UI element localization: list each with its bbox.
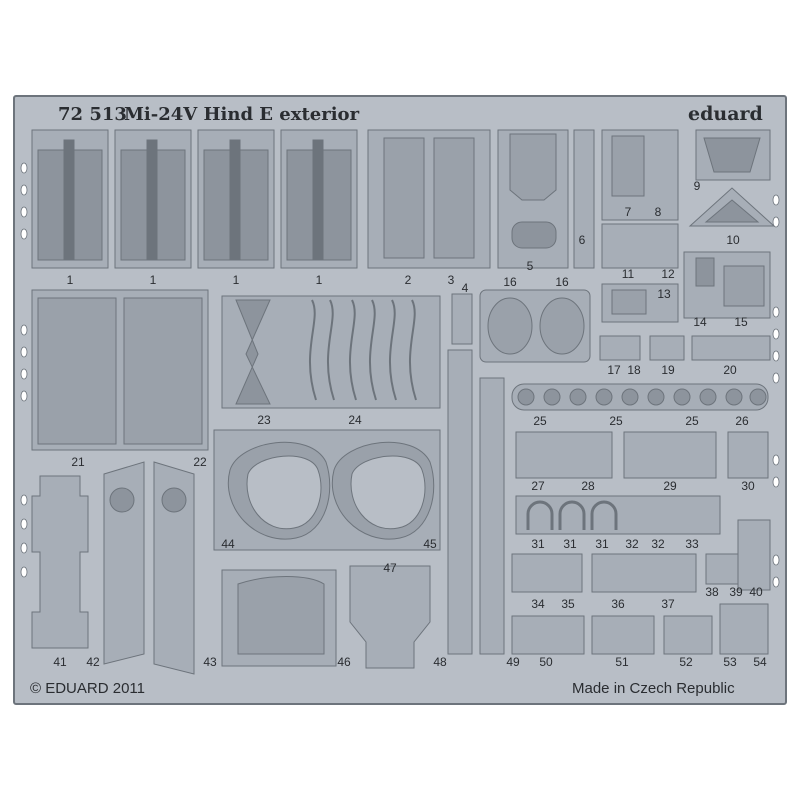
parts-41-43 [31, 461, 195, 675]
parts-46-47 [221, 565, 431, 669]
label-43: 43 [203, 655, 217, 669]
parts-50-54 [511, 603, 769, 655]
label-31b: 31 [563, 537, 577, 551]
label-1c: 1 [233, 273, 240, 287]
label-5: 5 [527, 259, 534, 273]
part-5-bracket [497, 129, 595, 269]
parts-25-26-rings [511, 383, 769, 411]
label-35: 35 [561, 597, 575, 611]
label-3: 3 [448, 273, 455, 287]
parts-44-45-frames [213, 429, 441, 551]
sprue-holes [20, 162, 780, 588]
label-20: 20 [723, 363, 737, 377]
label-38: 38 [705, 585, 719, 599]
label-34: 34 [531, 597, 545, 611]
label-32a: 32 [625, 537, 639, 551]
label-2: 2 [405, 273, 412, 287]
label-14: 14 [693, 315, 707, 329]
label-29: 29 [663, 479, 677, 493]
label-36: 36 [611, 597, 625, 611]
label-27: 27 [531, 479, 545, 493]
part-1-panels [31, 129, 358, 269]
label-18: 18 [627, 363, 641, 377]
label-16a: 16 [503, 275, 517, 289]
parts-34-40 [511, 519, 771, 593]
label-10: 10 [726, 233, 740, 247]
label-54: 54 [753, 655, 767, 669]
label-1d: 1 [316, 273, 323, 287]
label-33: 33 [685, 537, 699, 551]
label-53: 53 [723, 655, 737, 669]
set-title: Mi-24V Hind E exterior [124, 104, 360, 125]
parts-7-13 [601, 129, 679, 323]
parts-31-33 [515, 495, 721, 535]
parts-21-22-panels [31, 289, 209, 451]
label-31a: 31 [531, 537, 545, 551]
parts-9-10 [688, 129, 776, 227]
label-37: 37 [661, 597, 675, 611]
label-32b: 32 [651, 537, 665, 551]
label-47: 47 [383, 561, 397, 575]
label-13: 13 [657, 287, 671, 301]
parts-17-20 [599, 335, 771, 361]
label-16b: 16 [555, 275, 569, 289]
label-49: 49 [506, 655, 520, 669]
label-48: 48 [433, 655, 447, 669]
label-41: 41 [53, 655, 67, 669]
label-26: 26 [735, 414, 749, 428]
label-46: 46 [337, 655, 351, 669]
label-1a: 1 [67, 273, 74, 287]
label-51: 51 [615, 655, 629, 669]
label-15: 15 [734, 315, 748, 329]
label-30: 30 [741, 479, 755, 493]
copyright: © EDUARD 2011 [30, 680, 145, 697]
label-44: 44 [221, 537, 235, 551]
label-6: 6 [579, 233, 586, 247]
parts-23-24-hoses [221, 295, 441, 409]
label-52: 52 [679, 655, 693, 669]
label-45: 45 [423, 537, 437, 551]
label-50: 50 [539, 655, 553, 669]
label-21: 21 [71, 455, 85, 469]
part-2-3-plates [367, 129, 491, 269]
parts-4-48-49-strips [447, 293, 505, 655]
label-42: 42 [86, 655, 100, 669]
label-4: 4 [462, 281, 469, 295]
label-25c: 25 [685, 414, 699, 428]
part-number-labels: 1 1 1 1 2 3 4 5 6 7 8 9 10 11 12 13 14 1… [53, 179, 767, 669]
label-9: 9 [694, 179, 701, 193]
label-28: 28 [581, 479, 595, 493]
label-25b: 25 [609, 414, 623, 428]
parts-14-15 [683, 251, 771, 319]
origin: Made in Czech Republic [572, 680, 735, 697]
label-19: 19 [661, 363, 675, 377]
label-7: 7 [625, 205, 632, 219]
label-39: 39 [729, 585, 743, 599]
part-16-hatches [479, 289, 591, 363]
label-12: 12 [661, 267, 675, 281]
label-1b: 1 [150, 273, 157, 287]
parts-27-30 [515, 431, 769, 479]
brand-logo: eduard [688, 103, 763, 125]
label-25a: 25 [533, 414, 547, 428]
label-22: 22 [193, 455, 207, 469]
label-17: 17 [607, 363, 621, 377]
label-23: 23 [257, 413, 271, 427]
label-8: 8 [655, 205, 662, 219]
set-number: 72 513 [58, 104, 127, 125]
label-24: 24 [348, 413, 362, 427]
label-40: 40 [749, 585, 763, 599]
label-11: 11 [622, 267, 635, 281]
label-31c: 31 [595, 537, 609, 551]
